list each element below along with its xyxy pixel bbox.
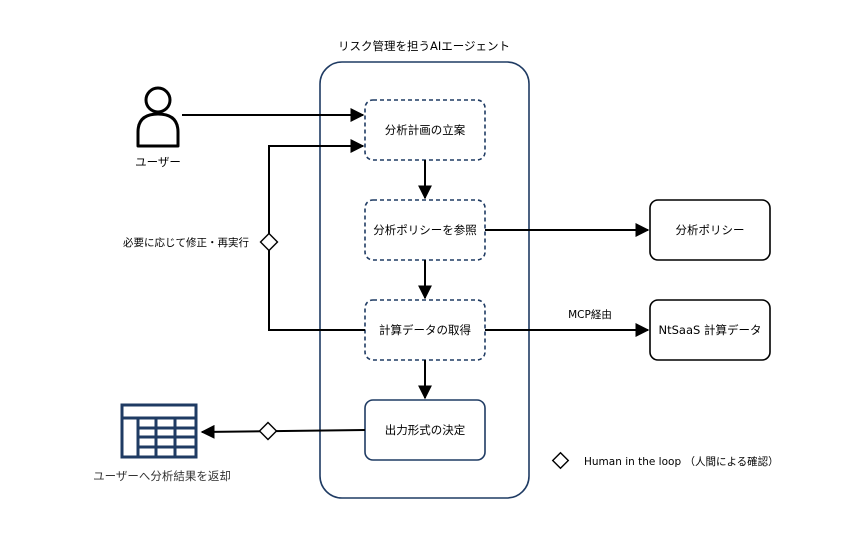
arrow-retry-loop	[268, 139, 365, 331]
legend-text: Human in the loop （人間による確認）	[584, 455, 779, 468]
user-icon	[136, 86, 180, 148]
step-policy-label: 分析ポリシーを参照	[373, 223, 477, 237]
external-policy-box: 分析ポリシー	[649, 199, 771, 261]
step-plan: 分析計画の立案	[364, 99, 486, 161]
step-output: 出力形式の決定	[364, 399, 486, 461]
output-label: ユーザーへ分析結果を返却	[93, 469, 231, 483]
external-policy-label: 分析ポリシー	[676, 223, 745, 237]
mcp-label: MCP経由	[568, 308, 612, 321]
agent-container	[319, 61, 530, 499]
table-icon	[120, 403, 198, 459]
step-plan-label: 分析計画の立案	[385, 123, 466, 137]
output-hitl-diamond	[258, 421, 278, 441]
legend-diamond-icon	[551, 451, 570, 470]
container-title: リスク管理を担うAIエージェント	[338, 39, 510, 53]
step-output-label: 出力形式の決定	[385, 423, 466, 437]
step-fetch: 計算データの取得	[364, 299, 486, 361]
user-label: ユーザー	[135, 155, 181, 169]
step-fetch-label: 計算データの取得	[379, 323, 471, 337]
step-policy: 分析ポリシーを参照	[364, 199, 486, 261]
external-data-label: NtSaaS 計算データ	[659, 323, 762, 337]
retry-label: 必要に応じて修正・再実行	[123, 236, 249, 249]
external-data-box: NtSaaS 計算データ	[649, 299, 771, 361]
arrow-output-to-user	[200, 424, 366, 439]
retry-hitl-diamond	[259, 232, 279, 252]
